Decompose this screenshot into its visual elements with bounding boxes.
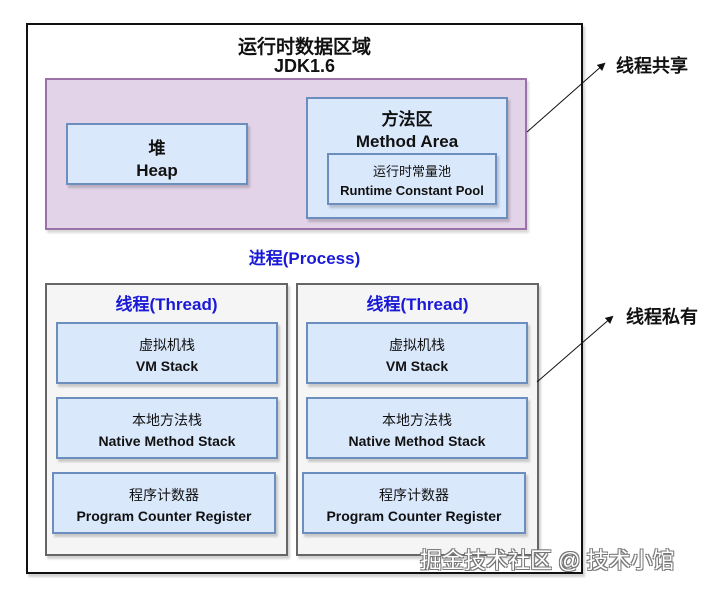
diagram-title: 运行时数据区域 xyxy=(237,37,371,58)
method-area-label-en: Method Area xyxy=(355,132,459,151)
runtime-constant-pool-box: 运行时常量池 Runtime Constant Pool xyxy=(327,153,497,205)
native-stack-label-en: Native Method Stack xyxy=(348,433,486,449)
rcp-label-en: Runtime Constant Pool xyxy=(340,183,484,198)
program-counter-box: 程序计数器 Program Counter Register xyxy=(302,472,526,534)
vm-stack-label-zh: 虚拟机栈 xyxy=(389,337,445,353)
native-method-stack-box: 本地方法栈 Native Method Stack xyxy=(56,397,278,459)
heap-label-en: Heap xyxy=(136,161,178,180)
thread-shared-label: 线程共享 xyxy=(616,56,688,76)
native-stack-label-zh: 本地方法栈 xyxy=(382,412,452,428)
vm-stack-label-zh: 虚拟机栈 xyxy=(139,337,195,353)
diagram-subtitle: JDK1.6 xyxy=(273,56,336,76)
vm-stack-box: 虚拟机栈 VM Stack xyxy=(56,322,278,384)
pc-label-zh: 程序计数器 xyxy=(129,487,199,503)
watermark: 掘金技术社区 @ 技术小馆 xyxy=(420,548,675,573)
native-stack-label-zh: 本地方法栈 xyxy=(132,412,202,428)
thread-private-label: 线程私有 xyxy=(626,307,698,327)
heap-box: 堆 Heap xyxy=(66,123,248,185)
vm-stack-box: 虚拟机栈 VM Stack xyxy=(306,322,528,384)
pc-label-zh: 程序计数器 xyxy=(379,487,449,503)
private-arrow xyxy=(536,315,614,383)
thread-title: 线程(Thread) xyxy=(366,295,469,314)
vm-stack-label-en: VM Stack xyxy=(385,358,449,374)
thread-title: 线程(Thread) xyxy=(115,295,218,314)
native-stack-label-en: Native Method Stack xyxy=(98,433,236,449)
pc-label-en: Program Counter Register xyxy=(76,508,252,524)
vm-stack-label-en: VM Stack xyxy=(135,358,199,374)
process-label: 进程(Process) xyxy=(248,249,361,268)
rcp-label-zh: 运行时常量池 xyxy=(372,164,451,179)
native-method-stack-box: 本地方法栈 Native Method Stack xyxy=(306,397,528,459)
shared-arrow xyxy=(526,62,606,133)
heap-label-zh: 堆 xyxy=(148,139,166,158)
program-counter-box: 程序计数器 Program Counter Register xyxy=(52,472,276,534)
pc-label-en: Program Counter Register xyxy=(326,508,502,524)
method-area-label-zh: 方法区 xyxy=(381,110,433,129)
